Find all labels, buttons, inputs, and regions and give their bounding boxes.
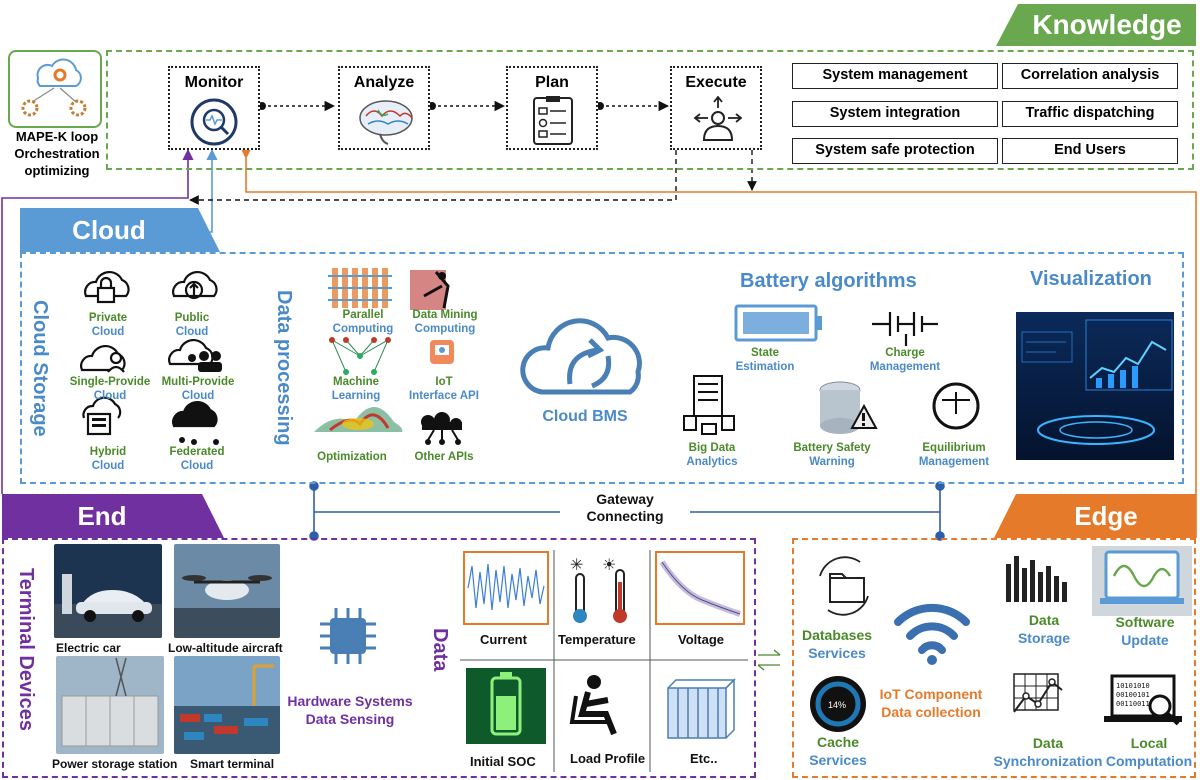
mape-caption: MAPE-K loop Orchestration optimizing: [14, 129, 100, 178]
plan-icon: [533, 96, 573, 145]
chip-icon: [320, 608, 376, 664]
hardware-sensing-label: Hardware Systems Data Sensing: [287, 693, 413, 727]
svg-text:✳: ✳: [570, 557, 583, 574]
battery-algorithms-title: Battery algorithms: [740, 270, 917, 292]
monitor-step[interactable]: Monitor: [168, 66, 260, 150]
cloud-bms-label: Cloud BMS: [542, 408, 628, 425]
svg-text:00110011: 00110011: [1116, 700, 1150, 708]
processing-label: Other APIs: [414, 451, 474, 463]
smart-terminal-photo: [174, 656, 280, 754]
knowledge-item: System safe protection: [792, 138, 998, 164]
visualization-title: Visualization: [1030, 268, 1152, 290]
knowledge-item: System integration: [792, 101, 998, 127]
knowledge-banner: Knowledge: [996, 4, 1196, 46]
sensor-data-grid: ✳☀: [460, 550, 748, 772]
end-box: [2, 538, 756, 778]
cloud-storage-title: Cloud Storage: [29, 300, 51, 437]
terminal-devices-title: Terminal Devices: [15, 568, 37, 732]
aircraft-photo: [174, 544, 280, 638]
device-caption: Smart terminal: [190, 757, 275, 771]
knowledge-item: Correlation analysis: [1002, 63, 1178, 89]
data-label: Load Profile: [570, 751, 646, 766]
data-label: Etc..: [690, 751, 718, 766]
cloud-storage-icons: [80, 270, 222, 445]
gateway-label: Gateway Connecting: [560, 491, 690, 525]
knowledge-item: Traffic dispatching: [1002, 101, 1178, 127]
analyze-step[interactable]: Analyze: [338, 66, 430, 150]
cloud-banner: Cloud: [20, 208, 220, 252]
device-caption: Low-altitude aircraft: [168, 641, 283, 655]
plan-step[interactable]: Plan: [506, 66, 598, 150]
brain-icon: [359, 100, 413, 145]
svg-text:00100101: 00100101: [1116, 691, 1150, 699]
device-caption: Power storage station: [52, 757, 178, 771]
mape-gears-icon: [21, 58, 87, 117]
edge-icons: 14% 10101010 00100101 00110011: [810, 546, 1192, 732]
data-processing-icons: [314, 268, 462, 445]
data-title: Data: [429, 628, 451, 672]
svg-text:10101010: 10101010: [1116, 682, 1150, 690]
edge-banner: Edge: [994, 494, 1196, 538]
visualization-dashboard-image: [1016, 312, 1174, 460]
storage-station-photo: [56, 656, 164, 754]
electric-car-photo: [54, 544, 162, 638]
data-processing-title: Data processing: [273, 290, 295, 446]
knowledge-item: End Users: [1002, 138, 1178, 164]
knowledge-item: System management: [792, 63, 998, 89]
data-label: Initial SOC: [470, 754, 536, 769]
mape-logo: [8, 50, 102, 128]
device-caption: Electric car: [56, 641, 121, 655]
end-banner: End: [2, 494, 224, 538]
edge-box: [792, 538, 1196, 778]
svg-text:14%: 14%: [828, 700, 846, 710]
knowledge-box: [106, 50, 1194, 170]
processing-label: Optimization: [317, 451, 387, 463]
cloud-box: [20, 252, 1184, 484]
monitor-icon: [190, 98, 238, 146]
execute-icon: [693, 96, 743, 141]
data-label: Temperature: [558, 632, 636, 647]
battery-algorithm-icons: [683, 304, 980, 435]
data-label: Voltage: [678, 632, 724, 647]
cloud-icon: [520, 318, 642, 395]
data-label: Current: [480, 632, 527, 647]
execute-step[interactable]: Execute: [670, 66, 762, 150]
svg-text:☀: ☀: [602, 557, 616, 574]
